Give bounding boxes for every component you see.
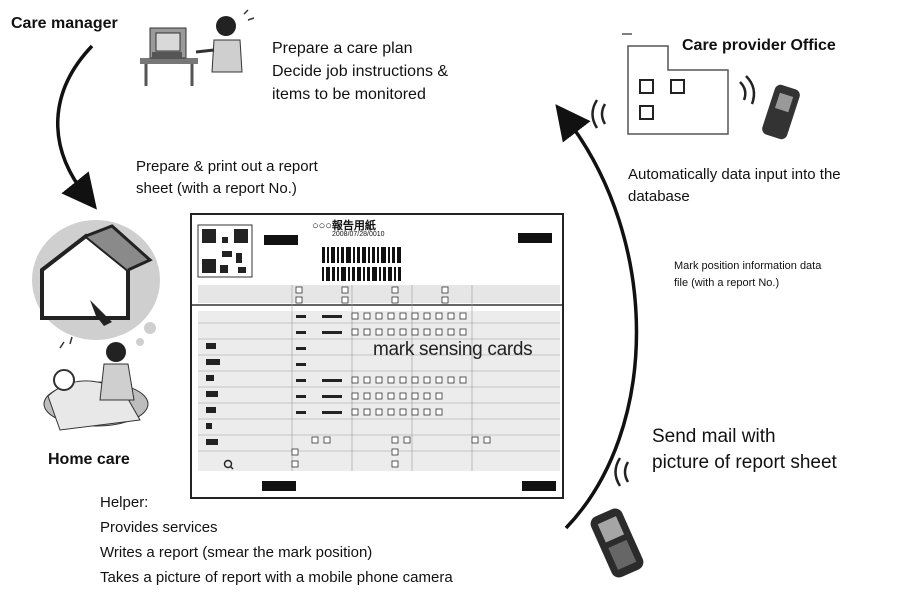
mark-file-label: Mark position information data file (wit… bbox=[674, 260, 822, 289]
mark-sensing-cards-label: mark sensing cards bbox=[373, 339, 533, 360]
helper-label: Helper: Provides services Writes a repor… bbox=[100, 494, 453, 586]
barcode-icon bbox=[322, 247, 401, 281]
house-icon bbox=[32, 220, 160, 346]
send-mail-label: Send mail with picture of report sheet bbox=[652, 426, 837, 473]
care-manager-label: Care manager bbox=[11, 15, 118, 32]
magnifier-icon bbox=[223, 459, 233, 469]
arrow-manager-to-home bbox=[56, 44, 97, 210]
report-sheet: ○○○報告用紙 2008/07/28/0010 bbox=[190, 213, 564, 499]
caregiver-patient-icon bbox=[43, 336, 149, 431]
office-building-icon bbox=[622, 33, 729, 135]
mobile-phone-icon bbox=[590, 508, 644, 578]
mobile-phone-icon bbox=[762, 84, 800, 140]
sheet-report-number: 2008/07/28/0010 bbox=[332, 231, 385, 238]
wireless-signal-icon bbox=[591, 75, 756, 487]
office-label: Care provider Office bbox=[682, 37, 836, 54]
computer-desk-icon bbox=[140, 9, 255, 86]
auto-input-label: Automatically data input into the databa… bbox=[628, 166, 841, 205]
mark-grid bbox=[198, 285, 560, 471]
home-care-label: Home care bbox=[48, 451, 130, 468]
care-manager-tasks: Prepare a care plan Decide job instructi… bbox=[272, 40, 449, 103]
report-sheet-graphics bbox=[192, 224, 562, 491]
arrow-phone-to-office bbox=[555, 104, 639, 530]
sheet-title: ○○○報告用紙 bbox=[312, 220, 376, 232]
prepare-sheet-label: Prepare & print out a report sheet (with… bbox=[136, 158, 318, 197]
